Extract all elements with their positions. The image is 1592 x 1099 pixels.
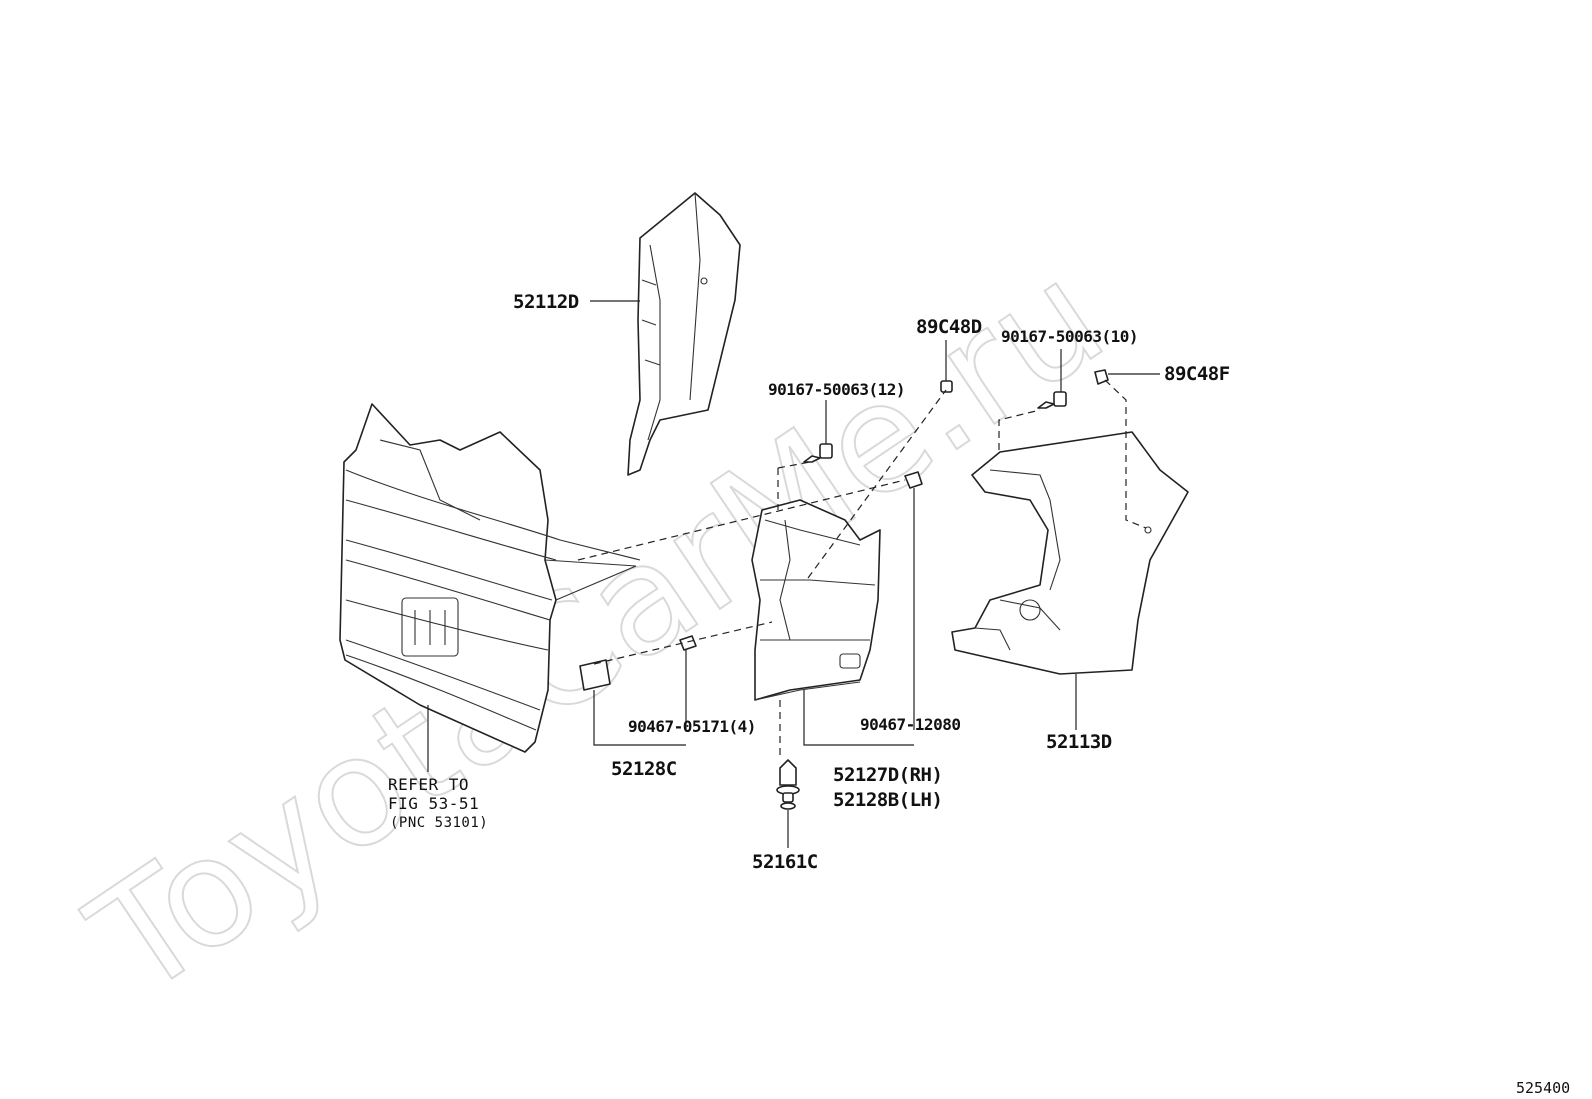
assembly-lines — [577, 379, 1147, 760]
label-89c48f: 89C48F — [1164, 363, 1230, 385]
clip-90467-12080[interactable] — [904, 471, 923, 489]
label-52128b-lh: 52128B(LH) — [833, 789, 942, 811]
label-52161c: 52161C — [752, 851, 818, 873]
cover-52128c[interactable] — [579, 659, 611, 691]
screw-90167-50063-10[interactable] — [1037, 391, 1067, 409]
leader-lines — [427, 300, 1160, 848]
label-90167-50063-12: 90167-50063(12) — [768, 380, 905, 399]
label-52112d: 52112D — [513, 291, 579, 313]
figure-number: 525400 — [1516, 1079, 1570, 1097]
screw-90167-50063-12[interactable] — [803, 443, 833, 463]
label-90467-05171: 90467-05171(4) — [628, 717, 756, 736]
label-90167-50063-10: 90167-50063(10) — [1001, 327, 1138, 346]
label-90467-12080: 90467-12080 — [860, 715, 960, 734]
label-52113d: 52113D — [1046, 731, 1112, 753]
bumper-retainer-52127d[interactable] — [751, 499, 881, 701]
bumper-extension-52113d[interactable] — [951, 431, 1189, 675]
label-89c48d: 89C48D — [916, 316, 982, 338]
reference-line-1: REFER TO — [388, 775, 469, 794]
reference-line-2: FIG 53-51 — [388, 794, 479, 813]
upper-bracket-52112d[interactable] — [627, 192, 741, 476]
label-52128c: 52128C — [611, 758, 677, 780]
clip-90467-05171[interactable] — [679, 635, 697, 651]
reference-line-3: (PNC 53101) — [390, 815, 488, 831]
rivet-52161c[interactable] — [776, 759, 800, 810]
clip-89c48d[interactable] — [940, 380, 953, 393]
label-52127d-rh: 52127D(RH) — [833, 764, 942, 786]
grille-assembly[interactable] — [339, 403, 641, 753]
